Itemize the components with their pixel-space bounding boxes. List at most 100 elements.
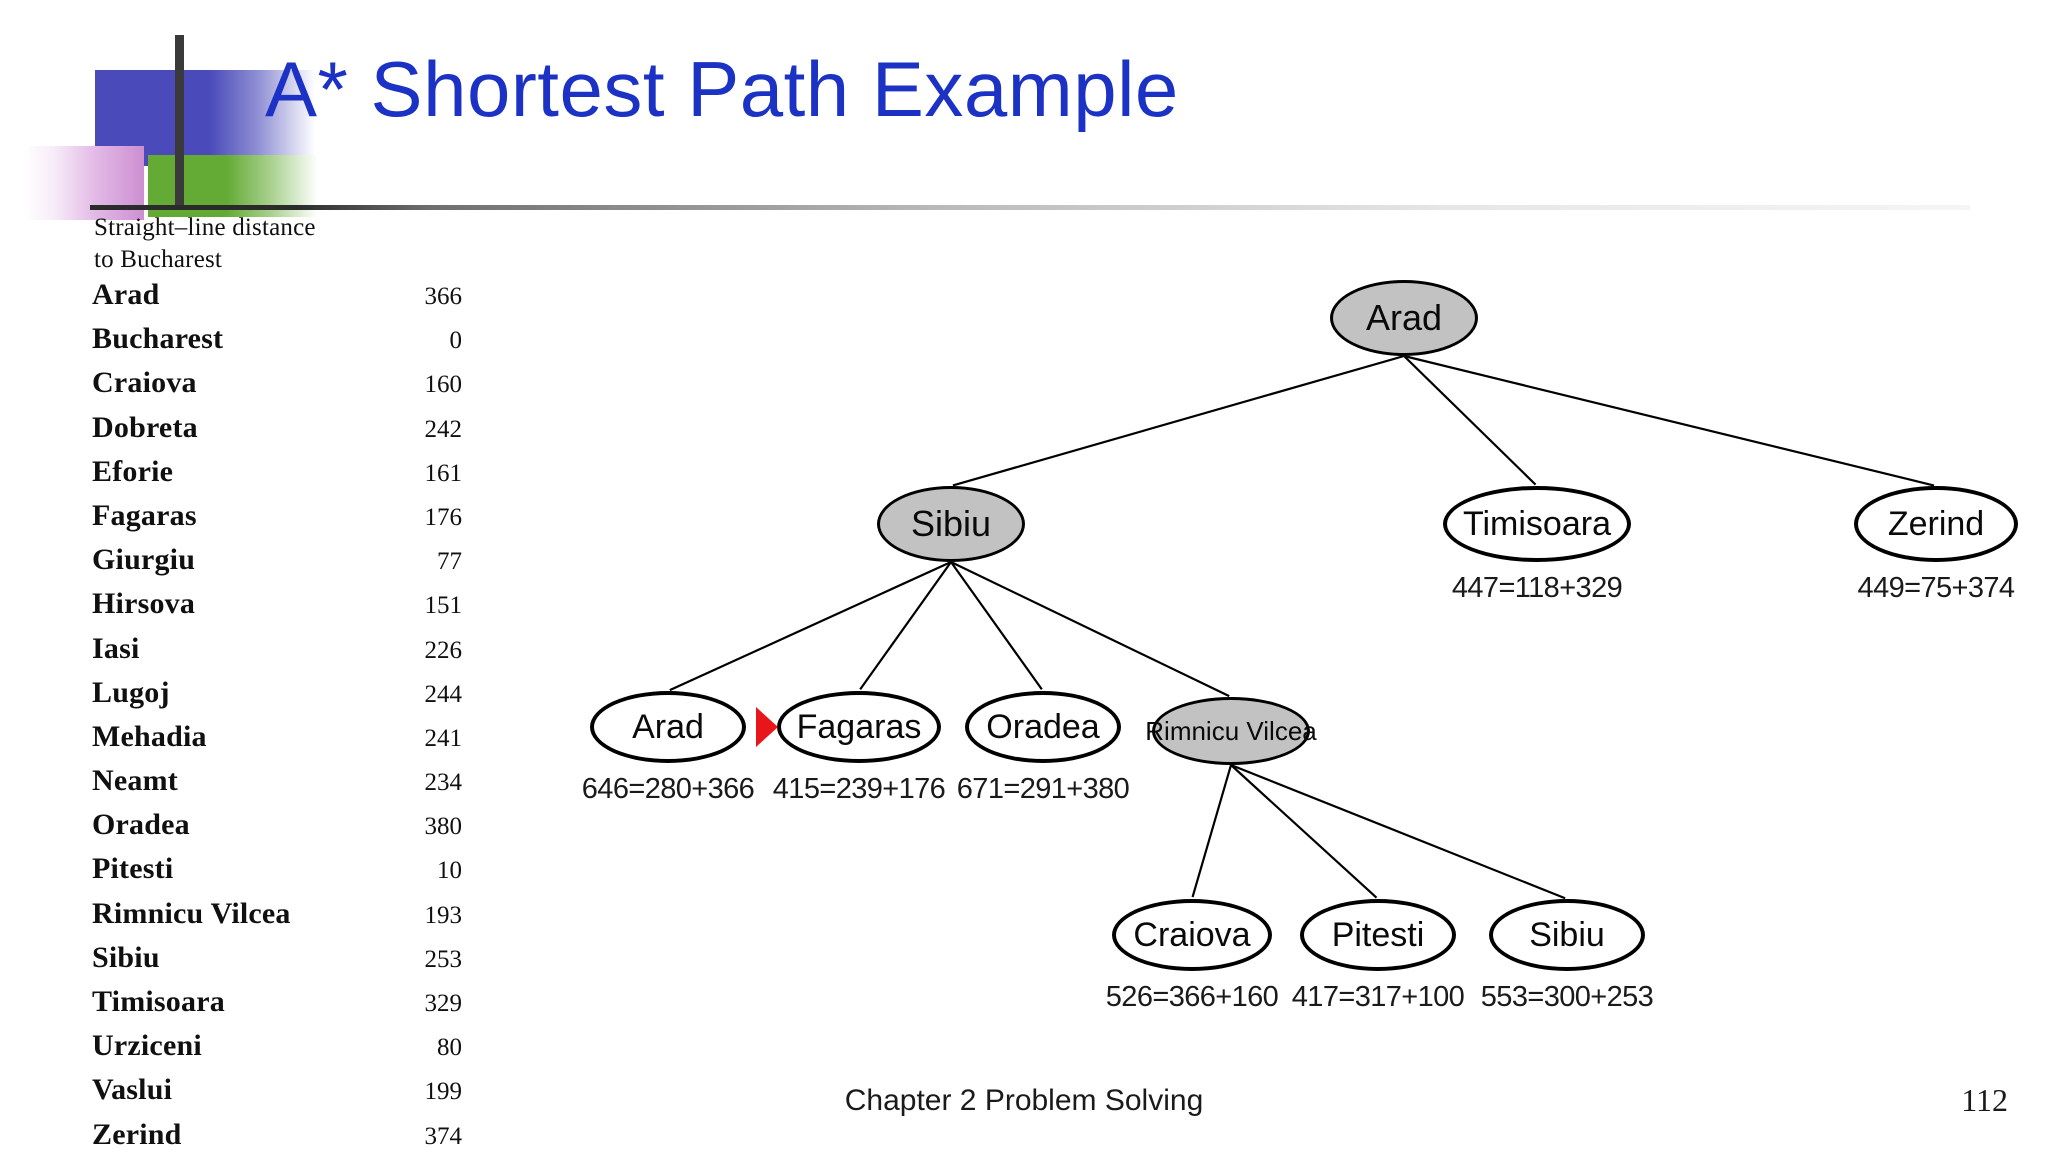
distance-value: 0 <box>449 327 463 355</box>
tree-node-cost: 553=300+253 <box>1480 981 1654 1013</box>
distance-row: Dobreta 242 <box>92 411 462 455</box>
distance-city-name: Sibiu <box>92 940 160 974</box>
distance-city-name: Mehadia <box>92 719 207 753</box>
tree-node-label: Timisoara <box>1463 505 1611 543</box>
tree-edge <box>1403 354 1935 487</box>
tree-node-zerind: Zerind <box>1854 486 2018 562</box>
distance-value: 193 <box>424 901 463 929</box>
distance-city-name: Pitesti <box>92 852 174 886</box>
distance-city-name: Fagaras <box>92 498 197 532</box>
distance-row: Vaslui 199 <box>92 1073 462 1117</box>
distance-value: 242 <box>424 415 463 443</box>
tree-node-cost: 449=75+374 <box>1857 572 2016 604</box>
distance-value: 241 <box>424 724 463 752</box>
tree-node-arad-root: Arad <box>1330 280 1478 356</box>
distance-row: Craiova 160 <box>92 366 462 410</box>
distance-value: 329 <box>424 990 463 1017</box>
distance-city-name: Neamt <box>92 764 178 798</box>
table-caption: Straight–line distance to Bucharest <box>92 212 462 275</box>
distance-value: 234 <box>424 769 463 797</box>
tree-node-sibiu-l2: Sibiu <box>877 486 1025 562</box>
distance-city-name: Lugoj <box>92 675 170 709</box>
distance-row: Pitesti 10 <box>92 852 462 896</box>
distance-row: Rimnicu Vilcea 193 <box>92 897 462 941</box>
page-title: A* Shortest Path Example <box>265 45 1179 133</box>
distance-row: Lugoj 244 <box>92 676 462 720</box>
tree-node-label: Arad <box>1365 297 1443 338</box>
tree-node-cost: 415=239+176 <box>772 773 946 805</box>
distance-value: 161 <box>424 459 463 487</box>
distance-value: 253 <box>424 945 463 973</box>
tree-node-label: Arad <box>632 708 704 746</box>
tree-node-arad-l3: Arad <box>590 691 746 763</box>
tree-node-cost: 671=291+380 <box>956 773 1130 805</box>
distance-row: Eforie 161 <box>92 455 462 499</box>
distance-city-name: Iasi <box>92 631 140 665</box>
tree-node-pitesti: Pitesti <box>1300 899 1456 971</box>
distance-city-name: Craiova <box>92 366 197 400</box>
distance-row: Zerind 374 <box>92 1118 462 1162</box>
distance-city-name: Arad <box>92 278 160 311</box>
table-caption-line-1: Straight–line distance <box>94 214 316 241</box>
distance-city-name: Dobreta <box>92 410 198 444</box>
distance-value: 199 <box>424 1078 463 1106</box>
distance-row: Fagaras 176 <box>92 499 462 543</box>
tree-edge <box>950 561 1230 698</box>
distance-value: 374 <box>424 1122 463 1150</box>
tree-node-cost: 417=317+100 <box>1291 981 1465 1013</box>
tree-edge <box>950 561 1043 691</box>
distance-city-name: Giurgiu <box>92 543 196 577</box>
distance-value: 244 <box>424 680 463 708</box>
tree-node-rimnicu: Rimnicu Vilcea <box>1145 697 1317 765</box>
distance-city-name: Hirsova <box>92 587 196 621</box>
distance-value: 226 <box>424 636 463 664</box>
distance-city-name: Eforie <box>92 454 174 488</box>
tree-node-fagaras: Fagaras <box>777 691 941 763</box>
tree-edge <box>1230 764 1378 899</box>
distance-city-name: Timisoara <box>92 985 225 1018</box>
tree-node-sibiu-leaf: Sibiu <box>1489 899 1645 971</box>
distance-value: 10 <box>437 857 462 885</box>
straight-line-distance-table: Straight–line distance to Bucharest Arad… <box>92 212 462 1152</box>
tree-node-label: Fagaras <box>796 708 922 746</box>
distance-city-name: Vaslui <box>92 1073 173 1107</box>
title-divider-line <box>90 205 1970 210</box>
slide-header-decoration <box>0 0 720 220</box>
tree-node-timisoara: Timisoara <box>1443 486 1631 562</box>
distance-city-name: Bucharest <box>92 322 224 356</box>
footer-text: Chapter 2 Problem Solving <box>844 1084 1204 1117</box>
tree-node-label: Sibiu <box>1529 916 1605 954</box>
distance-value: 160 <box>424 371 463 399</box>
distance-value: 176 <box>424 503 463 531</box>
tree-node-label: Oradea <box>986 708 1100 746</box>
distance-row: Hirsova 151 <box>92 587 462 631</box>
distance-row: Mehadia 241 <box>92 720 462 764</box>
tree-node-cost: 526=366+160 <box>1105 981 1279 1013</box>
tree-node-label: Pitesti <box>1331 916 1425 954</box>
distance-row: Timisoara 329 <box>92 985 462 1029</box>
expansion-pointer-icon <box>756 707 778 747</box>
tree-node-label: Zerind <box>1887 505 1985 543</box>
tree-edge <box>669 560 952 692</box>
distance-city-name: Zerind <box>92 1117 182 1151</box>
page-number: 112 <box>1961 1082 2008 1118</box>
distance-value: 380 <box>424 813 463 841</box>
tree-node-cost: 646=280+366 <box>581 773 755 805</box>
distance-row: Neamt 234 <box>92 764 462 808</box>
tree-edge <box>1230 763 1566 900</box>
distance-value: 151 <box>424 592 463 620</box>
tree-node-craiova: Craiova <box>1112 899 1272 971</box>
distance-city-name: Rimnicu Vilcea <box>92 896 291 930</box>
tree-node-oradea: Oradea <box>965 691 1121 763</box>
distance-row: Bucharest 0 <box>92 322 462 366</box>
distance-value: 80 <box>437 1034 462 1062</box>
table-caption-line-2: to Bucharest <box>94 245 223 273</box>
tree-edge <box>952 354 1405 487</box>
tree-node-label: Rimnicu Vilcea <box>1145 716 1317 746</box>
tree-node-label: Craiova <box>1133 916 1251 954</box>
decoration-vertical-bar <box>175 35 184 210</box>
